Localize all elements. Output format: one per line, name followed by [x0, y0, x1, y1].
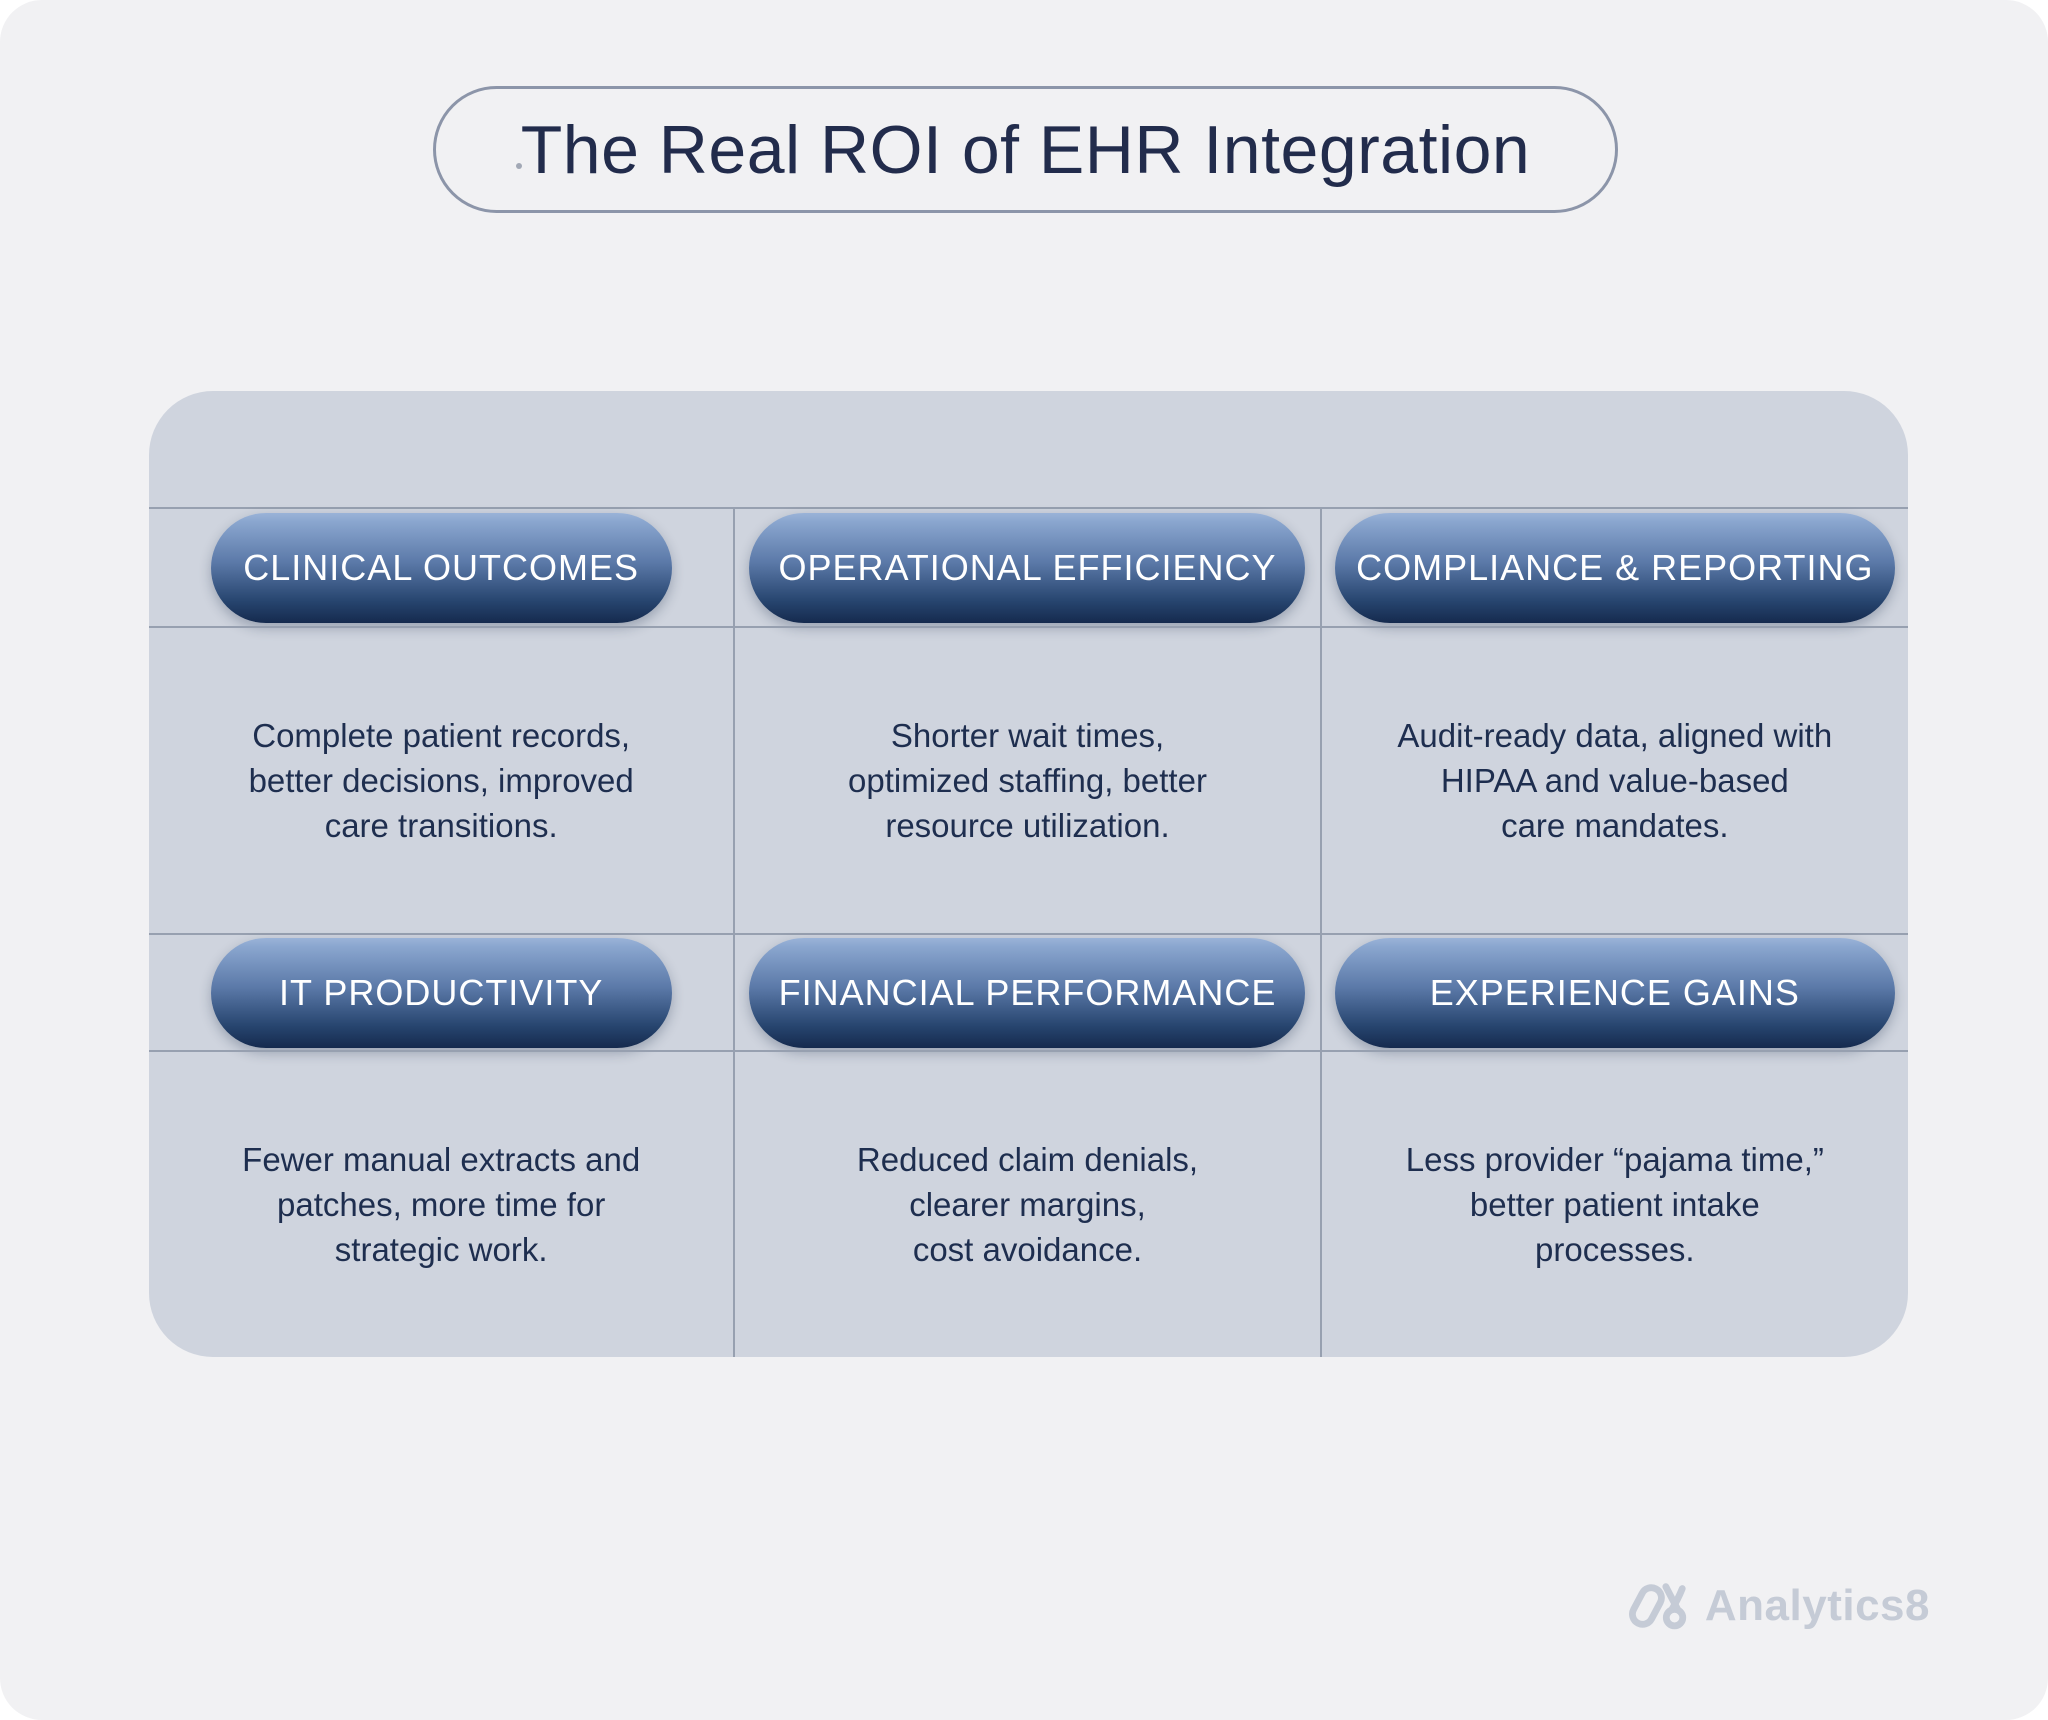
it-productivity-description: Fewer manual extracts and patches, more … [242, 1141, 641, 1268]
compliance-reporting-description: Audit-ready data, aligned with HIPAA and… [1397, 717, 1833, 844]
cell-compliance-reporting-header: COMPLIANCE & REPORTING [1321, 507, 1908, 626]
cell-clinical-outcomes-header: CLINICAL OUTCOMES [149, 507, 736, 626]
clinical-outcomes-description: Complete patient records, better decisio… [248, 717, 634, 844]
experience-gains-description: Less provider “pajama time,” better pati… [1405, 1141, 1824, 1268]
cell-it-productivity-body: Fewer manual extracts and patches, more … [149, 1050, 736, 1357]
cell-financial-performance-header: FINANCIAL PERFORMANCE [735, 933, 1322, 1050]
title-artifact-dot [516, 163, 522, 169]
pill-clinical-outcomes: CLINICAL OUTCOMES [210, 512, 672, 623]
cell-compliance-reporting-body: Audit-ready data, aligned with HIPAA and… [1321, 626, 1908, 933]
financial-performance-description: Reduced claim denials, clearer margins, … [856, 1141, 1199, 1268]
pill-experience-gains: EXPERIENCE GAINS [1334, 937, 1895, 1048]
page-title: The Real ROI of EHR Integration [520, 111, 1531, 188]
brand-name: Analytics8 [1704, 1581, 1930, 1630]
cell-clinical-outcomes-body: Complete patient records, better decisio… [149, 626, 736, 933]
analytics8-logo-icon [1628, 1583, 1687, 1630]
panel-header-strip [149, 391, 1908, 507]
cell-it-productivity-header: IT PRODUCTIVITY [149, 933, 736, 1050]
roi-matrix-panel: CLINICAL OUTCOMES OPERATIONAL EFFICIENCY… [149, 391, 1908, 1357]
cell-operational-efficiency-header: OPERATIONAL EFFICIENCY [735, 507, 1322, 626]
analytics8-logo: Analytics8 [1628, 1578, 1930, 1634]
pill-compliance-reporting: COMPLIANCE & REPORTING [1334, 512, 1895, 623]
pill-financial-performance: FINANCIAL PERFORMANCE [749, 937, 1306, 1048]
cell-financial-performance-body: Reduced claim denials, clearer margins, … [735, 1050, 1322, 1357]
title-box: The Real ROI of EHR Integration [433, 86, 1618, 213]
operational-efficiency-description: Shorter wait times, optimized staffing, … [848, 717, 1207, 844]
pill-it-productivity: IT PRODUCTIVITY [210, 937, 672, 1048]
roi-matrix-grid: CLINICAL OUTCOMES OPERATIONAL EFFICIENCY… [149, 507, 1908, 1357]
cell-experience-gains-header: EXPERIENCE GAINS [1321, 933, 1908, 1050]
cell-experience-gains-body: Less provider “pajama time,” better pati… [1321, 1050, 1908, 1357]
pill-operational-efficiency: OPERATIONAL EFFICIENCY [749, 512, 1306, 623]
cell-operational-efficiency-body: Shorter wait times, optimized staffing, … [735, 626, 1322, 933]
